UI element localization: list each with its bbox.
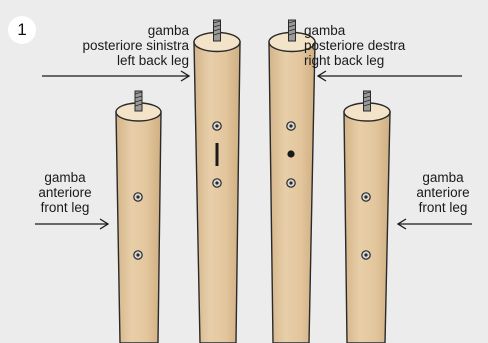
label-it-line2: posteriore destra [304,38,405,53]
label-en: right back leg [304,53,405,68]
label-en: front leg [408,200,478,215]
insert-hole [134,251,142,259]
step-number-badge: 1 [8,16,36,44]
label-it-line1: gamba [304,23,405,38]
threaded-bolt [214,20,221,41]
label-it-line2: posteriore sinistra [70,38,189,53]
front-leg-right [344,91,390,343]
threaded-bolt [364,91,371,111]
back-leg-right [269,20,315,343]
arrow-front-left [35,219,108,229]
threaded-bolt [135,91,142,111]
threaded-bolt [289,20,296,41]
back-leg-left [194,20,240,343]
label-en: front leg [30,200,100,215]
label-it-line1: gamba [30,170,100,185]
insert-hole [287,122,295,130]
label-front-leg-left: gamba anteriore front leg [30,170,100,215]
insert-hole [362,193,370,201]
arrow-back-right [318,71,462,81]
insert-hole [134,193,142,201]
label-left-back-leg: gamba posteriore sinistra left back leg [70,23,189,68]
front-leg-left [116,91,161,343]
label-it-line2: anteriore [30,185,100,200]
label-en: left back leg [70,53,189,68]
arrow-front-right [398,219,472,229]
label-it-line2: anteriore [408,185,478,200]
label-it-line1: gamba [70,23,189,38]
pilot-hole-dot [287,150,294,157]
insert-hole [213,122,221,130]
slot-mark [216,143,219,166]
label-it-line1: gamba [408,170,478,185]
label-right-back-leg: gamba posteriore destra right back leg [304,23,405,68]
label-front-leg-right: gamba anteriore front leg [408,170,478,215]
insert-hole [213,179,221,187]
arrow-back-left [42,71,189,81]
insert-hole [362,251,370,259]
insert-hole [287,179,295,187]
